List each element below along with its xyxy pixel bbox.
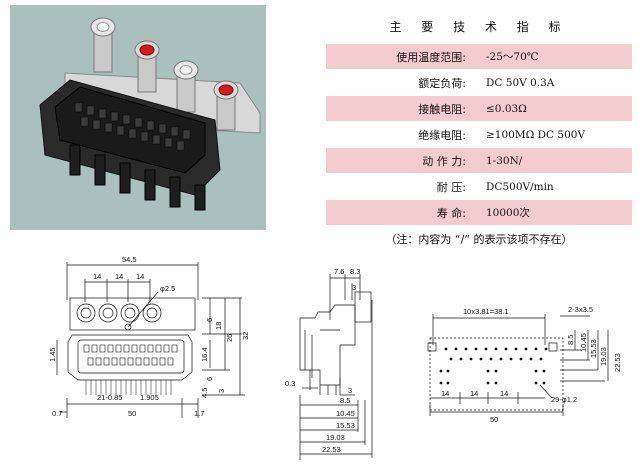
spec-table: 使用温度范围:-25～70℃ 额定负荷:DC 50V 0.3A 接触电阻:≤0.… <box>326 43 632 251</box>
dim-label: 10.45 <box>336 409 355 418</box>
dim-label: 19.03 <box>326 433 345 442</box>
dim-label: 16.4 <box>200 347 209 362</box>
spec-value: ≥100MΩ DC 500V <box>472 121 632 148</box>
dim-label: 3 <box>348 386 352 395</box>
spec-value: ≤0.03Ω <box>472 95 632 122</box>
dim-label: 8.5 <box>566 335 575 345</box>
connector-illustration <box>39 17 261 211</box>
pcb-holes <box>439 347 548 385</box>
rca-jack-white-1 <box>90 17 116 73</box>
spec-note-row: （注：内容为 “/” 的表示该项不存在） <box>326 225 632 251</box>
dim-label: 1.7 <box>194 409 204 418</box>
dim-label: 14 <box>441 389 449 398</box>
dim-label: 10x3.81=38.1 <box>463 307 509 316</box>
dim-label: 21-0.85 <box>97 393 122 402</box>
dim-label: 2-3x3.5 <box>568 305 593 314</box>
dim-label: 14 <box>115 272 123 281</box>
spec-label: 接触电阻: <box>326 95 472 122</box>
dim-label: 14 <box>93 272 101 281</box>
dim-label: 32 <box>241 332 250 340</box>
dim-label: 8.5 <box>340 396 350 405</box>
spec-label: 寿 命: <box>326 199 472 226</box>
dim-label: 0.7 <box>52 409 62 418</box>
dim-label: 4.5 <box>200 388 209 398</box>
dim-label: 1.905 <box>140 393 159 402</box>
side-view-drawing <box>299 274 373 460</box>
rca-jack-white-2 <box>173 60 199 113</box>
dim-label: 14 <box>136 272 144 281</box>
dim-label: 1.45 <box>48 347 57 362</box>
spec-value: DC500V/min <box>472 173 632 200</box>
dim-label: 14 <box>500 389 508 398</box>
dim-label: 10.45 <box>579 333 588 352</box>
dim-label: 3 <box>217 389 226 393</box>
dim-label: 18 <box>214 322 223 330</box>
dim-label: 22.53 <box>322 445 341 454</box>
spec-value: 10000次 <box>472 199 632 226</box>
front-view-drawing <box>56 262 245 418</box>
dim-label: φ2.5 <box>160 284 175 293</box>
spec-label: 耐 压: <box>326 173 472 200</box>
dim-label: 50 <box>128 409 136 418</box>
product-photo <box>10 5 266 230</box>
spec-row: 使用温度范围:-25～70℃ <box>326 43 632 70</box>
dim-label: 3 <box>352 283 356 292</box>
pcb-layout-drawing <box>427 314 609 416</box>
dim-label: 6 <box>205 318 214 322</box>
rca-jack-red-1 <box>134 40 160 93</box>
dim-label: 22.53 <box>613 353 622 372</box>
spec-value: 1-30N/ <box>472 147 632 174</box>
spec-row: 动 作 力:1-30N/ <box>326 147 632 174</box>
dim-label: 7.6 <box>334 267 344 276</box>
dim-label: 19.03 <box>599 347 608 366</box>
dim-label: 54.5 <box>122 255 137 264</box>
spec-row: 接触电阻:≤0.03Ω <box>326 95 632 122</box>
dim-label: 8.3 <box>350 267 360 276</box>
spec-row: 寿 命:10000次 <box>326 199 632 226</box>
dim-label: 6 <box>205 377 214 381</box>
spec-label: 动 作 力: <box>326 147 472 174</box>
scart-body <box>39 79 221 211</box>
spec-row: 绝缘电阻:≥100MΩ DC 500V <box>326 121 632 148</box>
spec-label: 绝缘电阻: <box>326 121 472 148</box>
dim-label: 26 <box>225 334 234 342</box>
dim-label: 29-φ1.2 <box>551 395 577 404</box>
dim-label: 15.53 <box>589 339 598 358</box>
spec-label: 额定负荷: <box>326 69 472 96</box>
dim-label: 50 <box>490 415 498 424</box>
dim-label: 0.3 <box>285 379 295 388</box>
spec-value: -25～70℃ <box>472 43 632 70</box>
spec-title: 主 要 技 术 指 标 <box>389 20 569 34</box>
dim-label: 14 <box>470 389 478 398</box>
rca-jack-red-2 <box>213 80 239 131</box>
dim-label: 15.53 <box>336 421 355 430</box>
spec-note: （注：内容为 “/” 的表示该项不存在） <box>326 225 632 251</box>
spec-row: 额定负荷:DC 50V 0.3A <box>326 69 632 96</box>
spec-value: DC 50V 0.3A <box>472 69 632 96</box>
spec-label: 使用温度范围: <box>326 43 472 70</box>
spec-row: 耐 压:DC500V/min <box>326 173 632 200</box>
